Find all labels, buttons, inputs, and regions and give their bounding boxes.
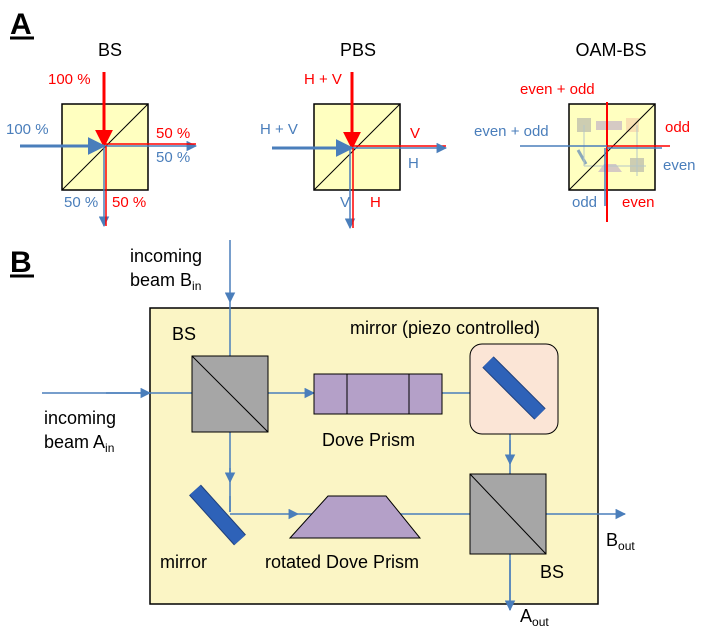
oambs-mini-interferometer — [576, 118, 646, 176]
bs-in-top-label: 100 % — [48, 71, 91, 88]
oambs-out-right-red-label: odd — [665, 119, 690, 136]
pbs-out-bottom-red-label: H — [370, 194, 381, 211]
mirror — [189, 484, 246, 546]
panel-b-label: B — [10, 246, 32, 279]
incoming-a-label-1: incoming — [44, 408, 116, 428]
b-out-label: Bout — [606, 530, 635, 553]
pbs-title: PBS — [340, 40, 376, 60]
pbs-element: PBS H + V H + V V H V H — [260, 40, 448, 230]
bs-bottom-label: BS — [540, 562, 564, 582]
pbs-out-right-red-label: V — [410, 125, 420, 142]
bs-title: BS — [98, 40, 122, 60]
bs-out-bottom-blue-label: 50 % — [64, 194, 98, 211]
beamsplitter-bottom — [469, 473, 547, 555]
bs-out-right-blue-label: 50 % — [156, 149, 190, 166]
rotated-dove-prism — [288, 495, 422, 539]
a-out-label: Aout — [520, 606, 549, 629]
oambs-element: OAM-BS even + odd even + odd odd even od… — [474, 40, 696, 222]
beamsplitter-top — [191, 355, 269, 433]
mirror-label: mirror — [160, 552, 207, 572]
pbs-in-top-label: H + V — [304, 71, 342, 88]
oambs-out-bottom-blue-label: odd — [572, 194, 597, 211]
incoming-b-label-2: beam Bin — [130, 270, 201, 293]
oambs-in-left-label: even + odd — [474, 123, 549, 140]
panel-a-label: A — [10, 8, 32, 41]
incoming-a-label-2: beam Ain — [44, 432, 114, 455]
incoming-b-label-1: incoming — [130, 246, 202, 266]
pbs-out-bottom-blue-label: V — [340, 194, 350, 211]
piezo-mirror — [469, 343, 559, 435]
pbs-in-left-label: H + V — [260, 121, 298, 138]
mirror-piezo-label: mirror (piezo controlled) — [350, 318, 540, 338]
dove-prism-label: Dove Prism — [322, 430, 415, 450]
oambs-out-right-blue-label: even — [663, 157, 696, 174]
oambs-out-bottom-red-label: even — [622, 194, 655, 211]
oambs-in-top-label: even + odd — [520, 81, 595, 98]
rotated-dove-label: rotated Dove Prism — [265, 552, 419, 572]
pbs-out-right-blue-label: H — [408, 155, 419, 172]
bs-out-right-red-label: 50 % — [156, 125, 190, 142]
bs-top-label: BS — [172, 324, 196, 344]
dove-prism — [313, 373, 443, 415]
bs-out-bottom-red-label: 50 % — [112, 194, 146, 211]
bs-element: BS 100 % 100 % 50 % 50 % 50 % 50 % — [6, 40, 198, 228]
oambs-title: OAM-BS — [575, 40, 646, 60]
bs-in-left-label: 100 % — [6, 121, 49, 138]
